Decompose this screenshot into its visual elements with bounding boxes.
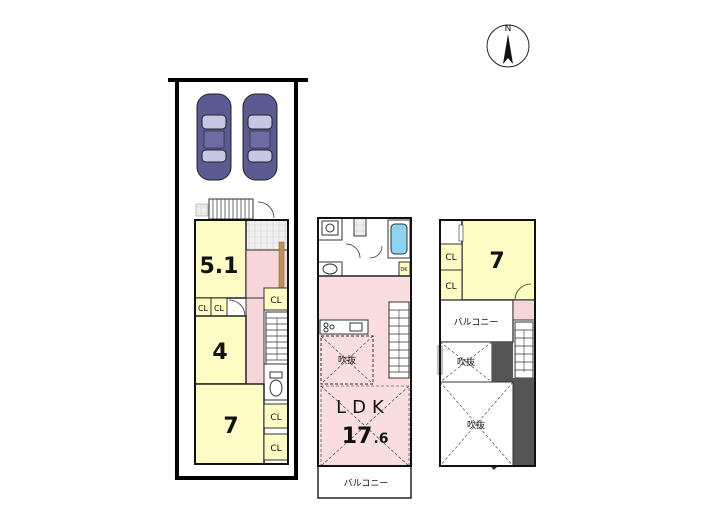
closet-label: CL	[270, 296, 281, 306]
balcony-label: バルコニー	[344, 478, 389, 489]
closet-label: CL	[270, 444, 281, 454]
balcony-floor3	[439, 299, 514, 343]
floor-3-plan: 7 CL CL バルコニー 吹抜 吹抜	[437, 219, 536, 470]
ldk-size: 17	[342, 424, 373, 449]
stairs	[514, 321, 534, 379]
stairs	[388, 301, 410, 379]
room-5-1-size: 5.1	[200, 254, 239, 279]
car-icon	[196, 93, 232, 181]
small-label: DK	[400, 267, 408, 273]
void-label: 吹抜	[338, 354, 356, 366]
void-small-label: 吹抜	[457, 356, 475, 368]
car-icon	[242, 93, 278, 181]
bathtub-icon	[387, 219, 411, 259]
room-5-1	[194, 219, 247, 299]
washbasin-icon	[321, 220, 339, 236]
room-7-floor3-size: 7	[489, 249, 504, 274]
closet-label: CL	[445, 253, 456, 263]
balcony-label: バルコニー	[454, 317, 499, 328]
kitchen-counter-icon	[319, 319, 369, 335]
toilet-icon	[322, 263, 338, 275]
closet-label: CL	[270, 413, 281, 423]
ldk-size-decimal: .6	[373, 431, 388, 447]
floor-1-plan: 5.1 CL CL 4 CL 7 C	[168, 78, 308, 480]
floor-2-plan: DK 吹抜 LDK 17 .6 バルコニー	[317, 217, 412, 499]
north-compass-icon: N	[486, 24, 530, 68]
entrance-steps	[208, 198, 254, 220]
north-label: N	[505, 24, 512, 34]
ldk-label: LDK	[336, 397, 390, 418]
closet-label: CL	[445, 282, 456, 292]
closet-label: CL	[198, 304, 209, 313]
stairs	[265, 311, 289, 365]
closet-label: CL	[214, 304, 225, 313]
void-large-label: 吹抜	[467, 419, 485, 431]
toilet-icon	[269, 371, 283, 397]
room-4-size: 4	[212, 340, 227, 365]
room-7-floor1-size: 7	[223, 414, 238, 439]
